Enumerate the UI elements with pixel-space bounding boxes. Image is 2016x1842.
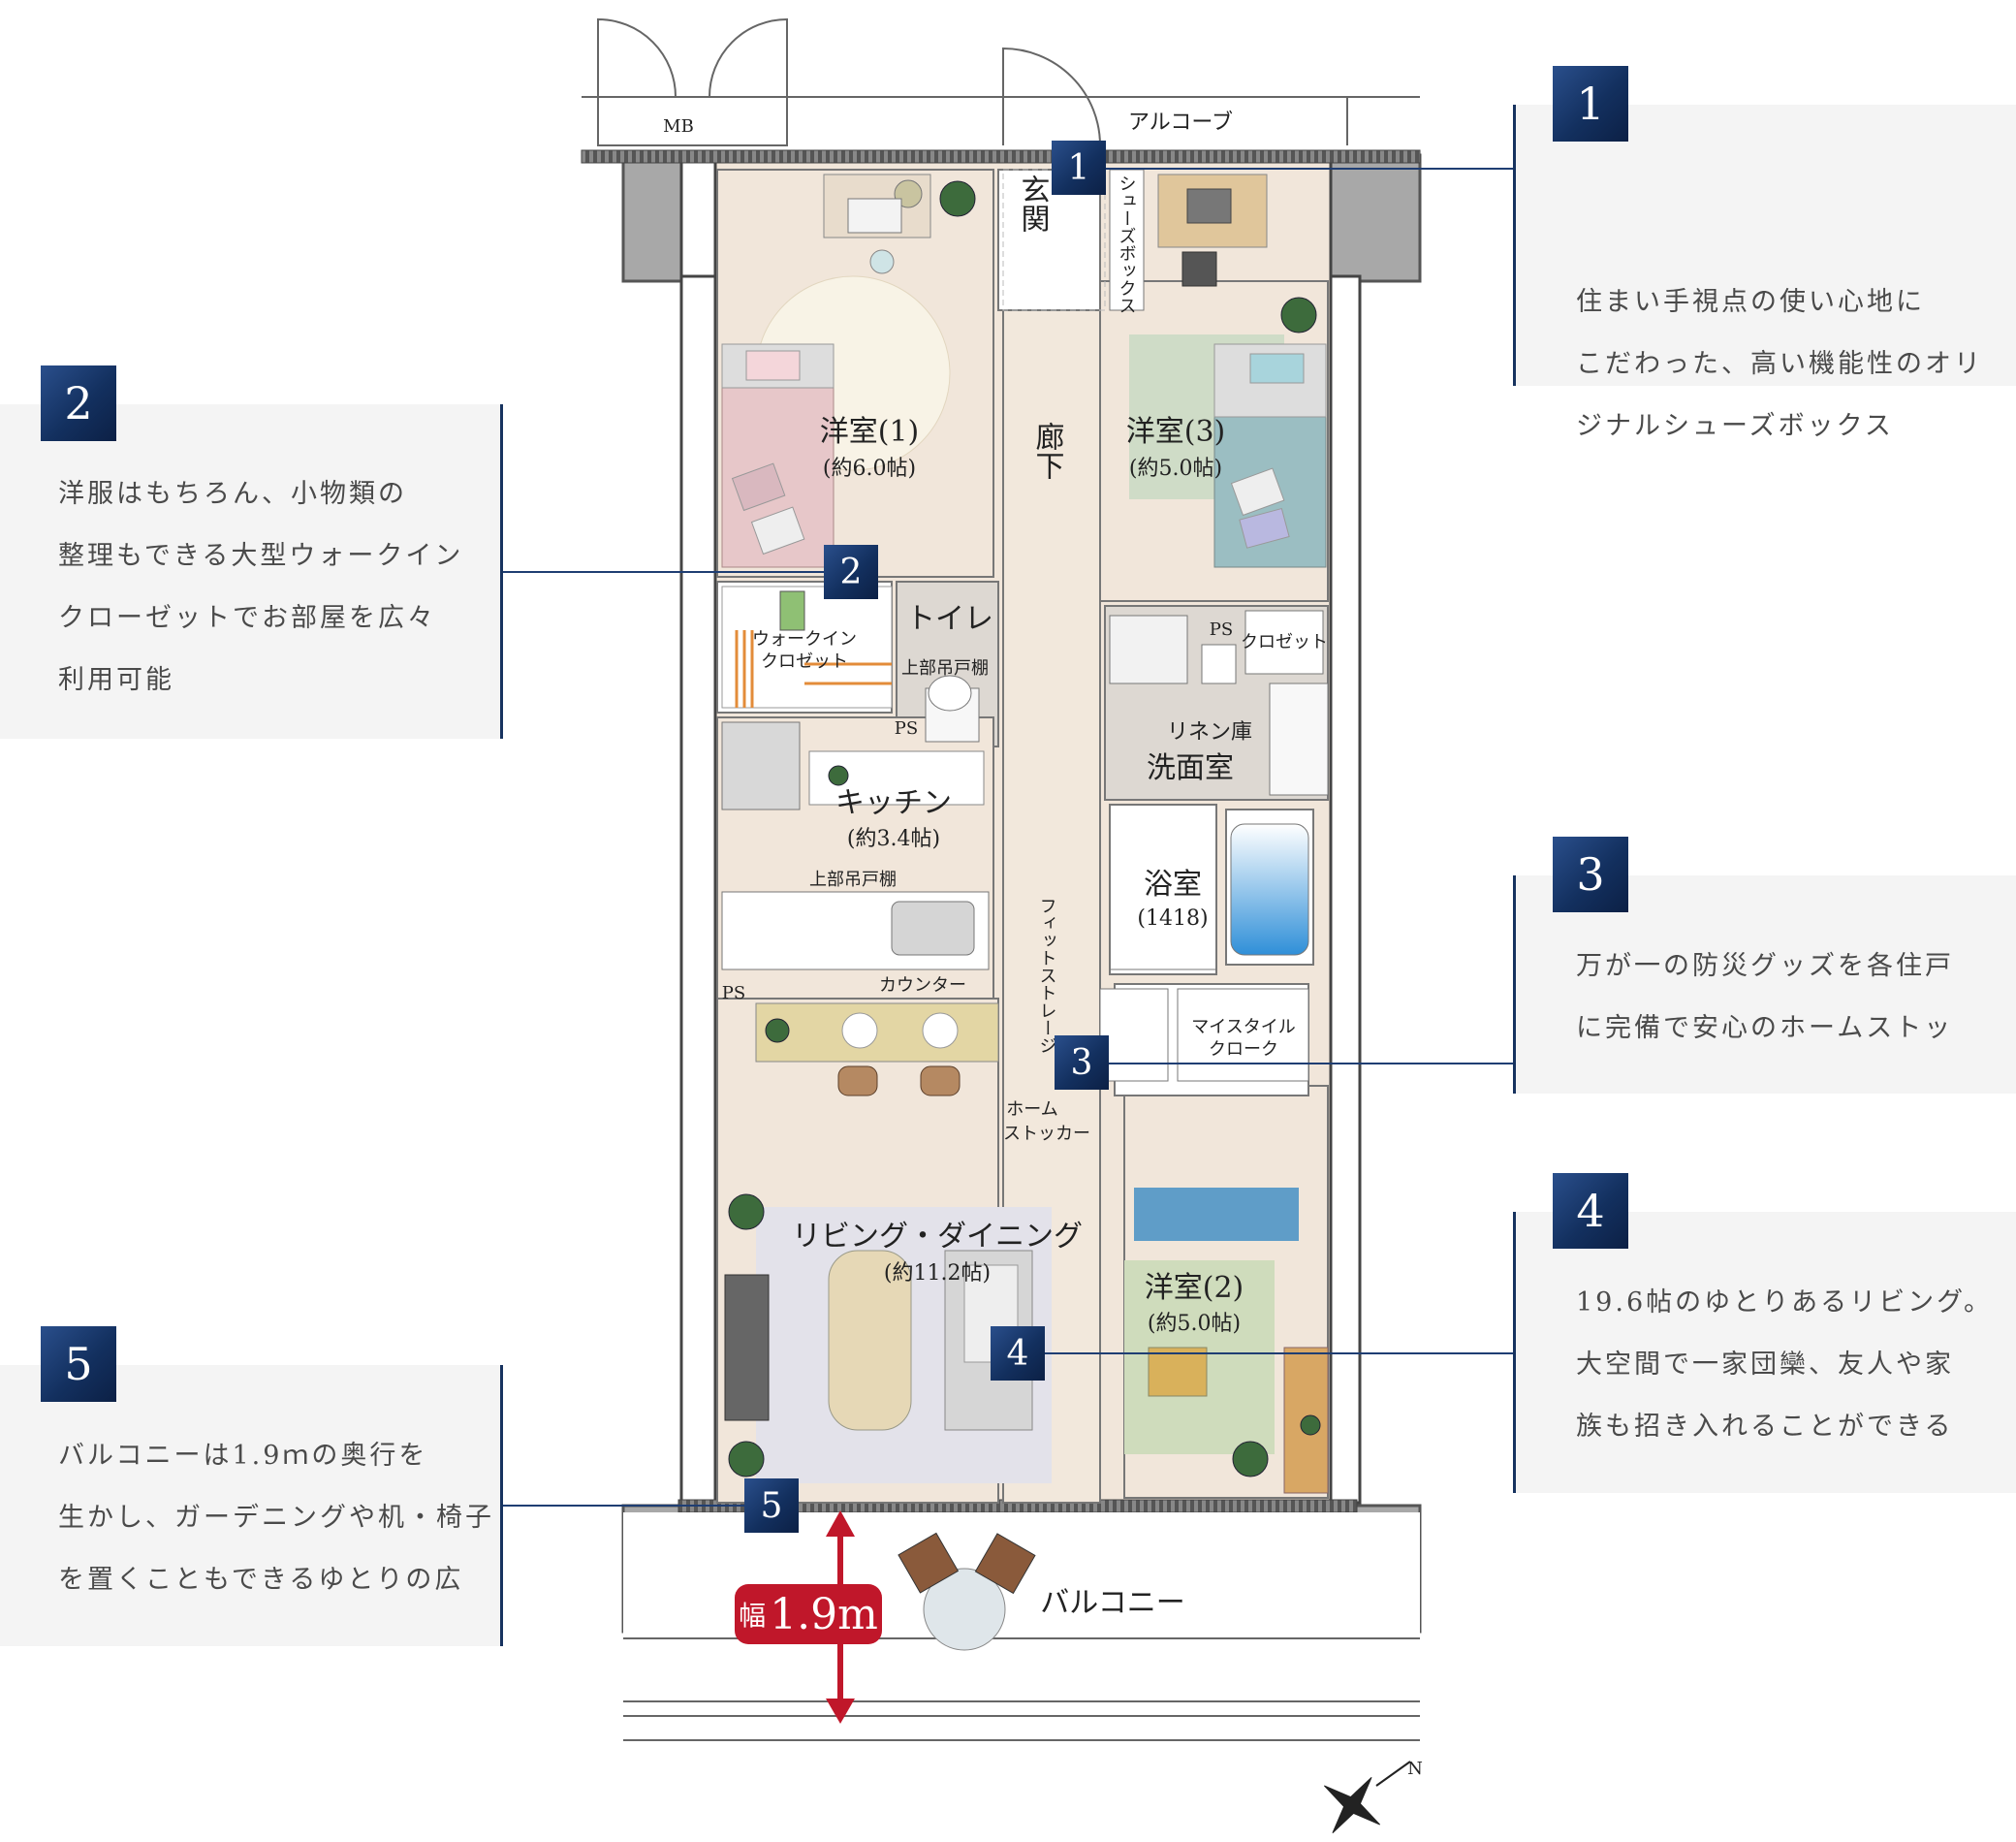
callout-4-bar — [1513, 1212, 1516, 1493]
kitchen-name: キッチン — [835, 786, 952, 820]
ps-label-3: PS — [722, 983, 745, 1003]
hallway-label: 廊下 — [1030, 422, 1065, 480]
plan-badge-4: 4 — [991, 1326, 1045, 1381]
toilet-cabinet-label: 上部吊戸棚 — [901, 658, 989, 679]
north-label: N — [1407, 1759, 1423, 1779]
plant-icons — [728, 180, 1321, 1477]
dining-table — [828, 1250, 912, 1431]
balcony-label: バルコニー — [1040, 1586, 1184, 1620]
ps-label-2: PS — [1210, 619, 1233, 640]
kitchen-size: (約3.4帖) — [847, 827, 940, 851]
wall-left — [679, 274, 717, 1505]
room3-name: 洋室(3) — [1126, 415, 1226, 449]
vanity — [1269, 683, 1329, 796]
top-doors — [582, 17, 1420, 146]
toilet-label: トイレ — [906, 602, 993, 636]
width-prefix: 幅 — [739, 1600, 767, 1632]
width-value: 1.9m — [770, 1589, 878, 1639]
my-style-label-2: クローク — [1209, 1039, 1278, 1060]
callout-4-text: 19.6帖のゆとりあるリビング。大空間で一家団欒、友人や家族も招き入れることがで… — [1576, 1287, 1993, 1442]
closet-label: クロゼット — [1241, 632, 1328, 652]
callout-5-text: バルコニーは1.9ｍの奥行を生かし、ガーデニングや机・椅子を置くこともできるゆと… — [58, 1441, 494, 1595]
ps-label-1: PS — [895, 718, 918, 739]
bath-size: (1418) — [1137, 906, 1208, 931]
my-style-label-1: マイスタイル — [1191, 1017, 1295, 1037]
room2-name: 洋室(2) — [1145, 1271, 1244, 1305]
callout-panel-4: 19.6帖のゆとりあるリビング。大空間で一家団欒、友人や家族も招き入れることがで… — [1514, 1212, 2016, 1493]
linen-label: リネン庫 — [1167, 720, 1252, 745]
tv-board — [724, 1274, 770, 1421]
wall-right — [1329, 274, 1362, 1505]
callout-badge-3: 3 — [1553, 837, 1628, 912]
kitchen-cabinet-label: 上部吊戸棚 — [809, 870, 897, 890]
home-stocker-label-1: ホーム — [1006, 1099, 1057, 1120]
yoga-mat — [1134, 1188, 1299, 1241]
callout-1-bar — [1513, 105, 1516, 386]
callout-5-bar — [500, 1365, 503, 1646]
shoebox-label: シューズボックス — [1117, 175, 1137, 314]
room1-name: 洋室(1) — [820, 415, 920, 449]
wic-label-2: クロゼット — [761, 651, 848, 672]
bath-name: 浴室 — [1144, 868, 1202, 902]
callout-badge-5: 5 — [41, 1326, 116, 1402]
alcove-label: アルコーブ — [1128, 111, 1233, 135]
washing-machine — [1109, 615, 1188, 684]
balcony-width-badge: 幅 1.9m — [735, 1584, 882, 1644]
living-size: (約11.2帖) — [884, 1261, 991, 1286]
entrance-label: 玄関 — [1016, 175, 1050, 233]
callout-panel-2 — [0, 404, 502, 739]
callout-1-text: 住まい手視点の使い心地にこだわった、高い機能性のオリジナルシューズボックス — [1576, 287, 1983, 441]
connector-5 — [502, 1505, 744, 1507]
counter-label: カウンター — [879, 975, 966, 996]
connector-1 — [1106, 168, 1516, 170]
north-compass — [1323, 1761, 1411, 1834]
fridge — [721, 721, 801, 810]
room3-size: (約5.0帖) — [1129, 457, 1222, 481]
callout-badge-2: 2 — [41, 365, 116, 441]
connector-2 — [502, 571, 824, 573]
callout-3-bar — [1513, 875, 1516, 1094]
closet-wash — [1244, 610, 1324, 675]
plan-badge-5: 5 — [744, 1478, 799, 1533]
home-stocker — [1099, 988, 1169, 1082]
room2-size: (約5.0帖) — [1148, 1312, 1241, 1336]
home-stocker-label-2: ストッカー — [1003, 1124, 1090, 1144]
shoebox-cabinet — [1109, 169, 1145, 311]
plan-badge-3: 3 — [1055, 1035, 1109, 1090]
callout-badge-1: 1 — [1553, 66, 1628, 142]
callout-3-text: 万が一の防災グッズを各住戸に完備で安心のホームストッ — [1576, 951, 1954, 1043]
wic — [721, 586, 893, 709]
living-name: リビング・ダイニング — [792, 1220, 1083, 1254]
callout-panel-5: バルコニーは1.9ｍの奥行を生かし、ガーデニングや机・椅子を置くこともできるゆと… — [0, 1365, 502, 1646]
my-style-cloak — [1177, 988, 1309, 1082]
plan-badge-2: 2 — [824, 545, 878, 599]
room1-size: (約6.0帖) — [823, 457, 916, 481]
balcony-table — [923, 1568, 1006, 1651]
callout-panel-1: 住まい手視点の使い心地にこだわった、高い機能性のオリジナルシューズボックス — [1514, 105, 2016, 441]
callout-2-bar — [500, 404, 503, 739]
callout-badge-4: 4 — [1553, 1173, 1628, 1249]
callout-2-text: 洋服はもちろん、小物類の整理もできる大型ウォークインクローゼットでお部屋を広々利… — [58, 479, 464, 695]
fit-storage-label: フィットストレージ — [1037, 897, 1057, 1054]
mb-label: MB — [663, 116, 694, 137]
wall-top — [581, 149, 1421, 164]
connector-3 — [1109, 1063, 1516, 1064]
connector-4 — [1045, 1352, 1516, 1354]
bathtub — [1230, 823, 1309, 956]
washroom-label: 洗面室 — [1147, 751, 1234, 785]
wic-label-1: ウォークイン — [752, 629, 857, 650]
wic-clothes — [735, 630, 892, 708]
plan-badge-1: 1 — [1052, 141, 1106, 195]
